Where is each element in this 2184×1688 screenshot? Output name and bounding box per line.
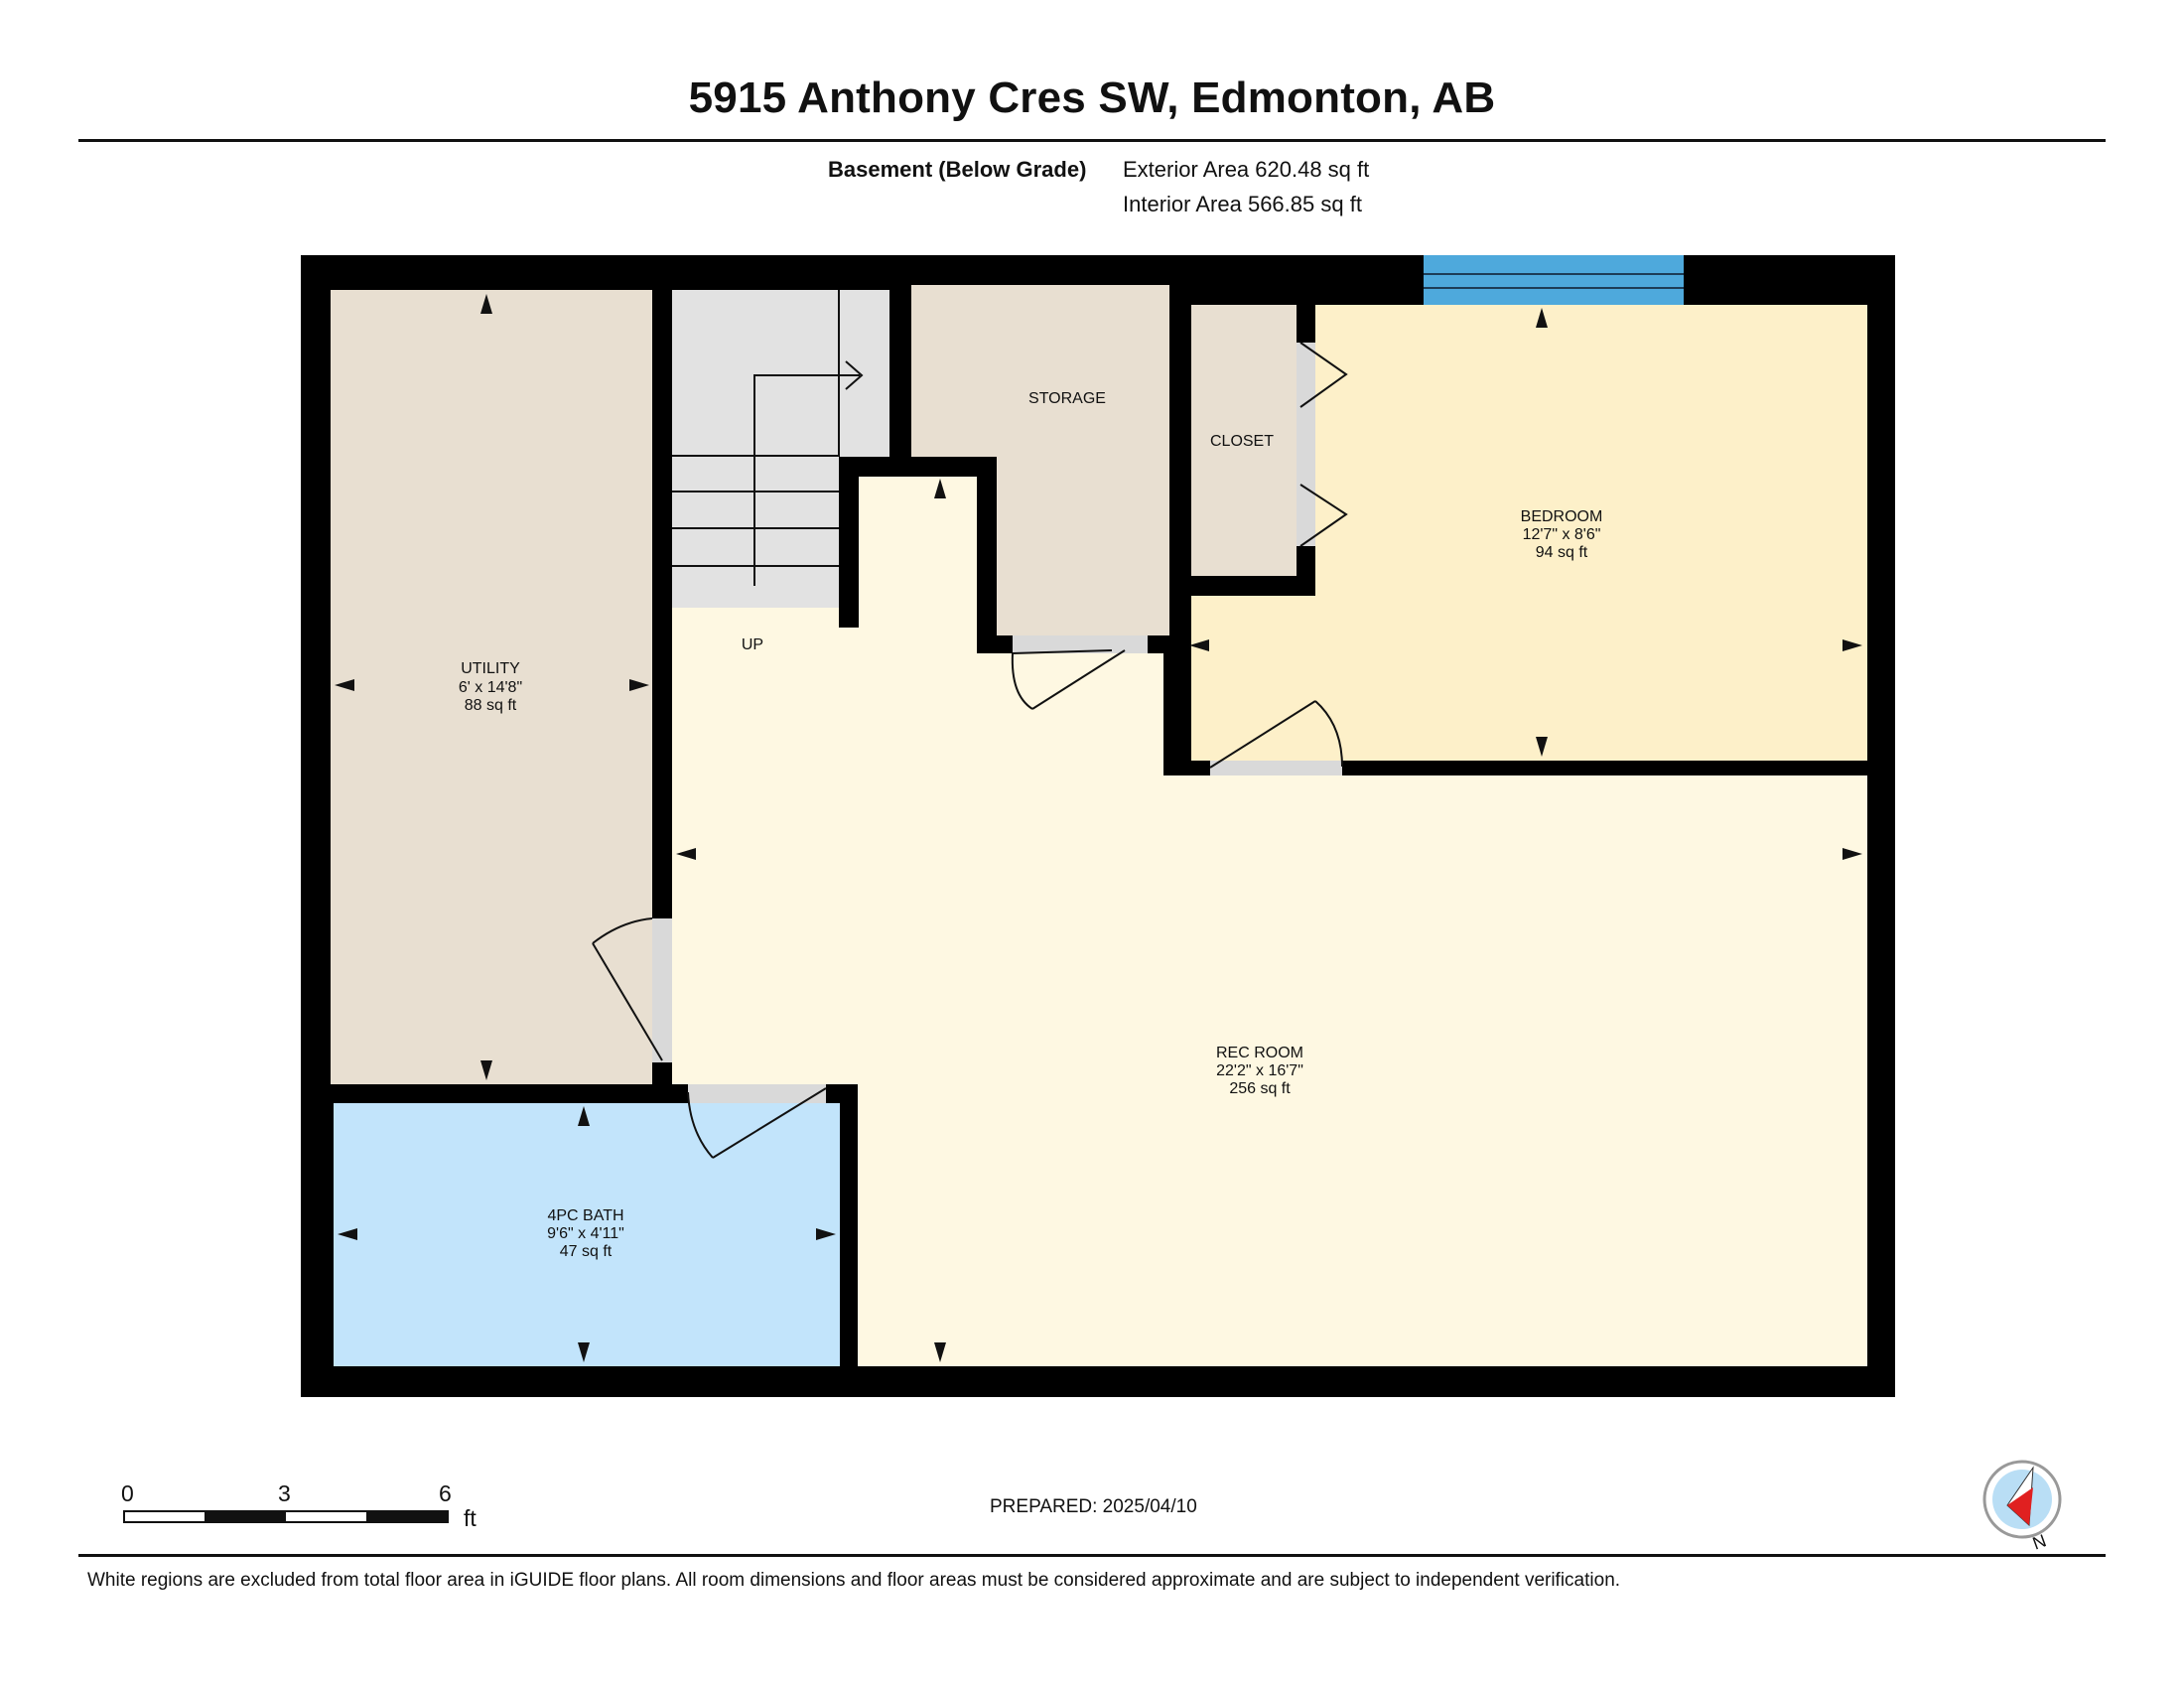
bedroom-area: 94 sq ft [1536, 544, 1588, 561]
scale-tick-0: 0 [121, 1480, 134, 1506]
wall-stair-inner [839, 457, 859, 628]
scale-unit: ft [464, 1505, 477, 1531]
closet-name: CLOSET [1210, 433, 1274, 450]
storage-room [911, 285, 1169, 635]
wall-utility-east [652, 290, 672, 1084]
bath-name: 4PC BATH [547, 1207, 623, 1224]
wall-closet-south [1169, 576, 1315, 596]
wall-storage-west [977, 457, 997, 653]
footer-disclaimer: White regions are excluded from total fl… [87, 1570, 1621, 1591]
bedroom-room [1186, 305, 1867, 761]
footer-rule [78, 1554, 2106, 1557]
utility-room [331, 290, 652, 1084]
wall-storage-jamb-a [977, 635, 1013, 653]
interior-area: Interior Area 566.85 sq ft [1123, 192, 1362, 216]
wall-bath-east [840, 1084, 858, 1366]
bedroom-name: BEDROOM [1521, 508, 1603, 525]
wall-storage-jamb-b [1148, 635, 1169, 653]
door-closet [1297, 342, 1348, 547]
scale-tick-6: 6 [439, 1480, 452, 1506]
wall-bedroom-south [1342, 761, 1867, 775]
wall-bath-north-a [331, 1084, 688, 1103]
door-utility [592, 917, 672, 1062]
storage-name: STORAGE [1028, 390, 1106, 407]
scale-tick-3: 3 [278, 1480, 291, 1506]
floor-label: Basement (Below Grade) [828, 157, 1087, 182]
exterior-area: Exterior Area 620.48 sq ft [1123, 157, 1370, 182]
wall-storage-south-a [839, 457, 997, 477]
door-storage [1011, 635, 1148, 710]
wall-storage-east [1169, 285, 1191, 774]
wall-bedroom-jamb-a [1163, 761, 1210, 775]
bath-dims: 9'6" x 4'11" [547, 1225, 624, 1242]
rec-room-area: 256 sq ft [1229, 1080, 1291, 1097]
header-rule [78, 139, 2106, 142]
door-bedroom [1209, 700, 1343, 775]
bath-area: 47 sq ft [560, 1243, 613, 1260]
utility-area: 88 sq ft [465, 697, 517, 714]
stairs [672, 290, 864, 586]
rec-room-name: REC ROOM [1216, 1045, 1303, 1061]
bath-room [334, 1103, 840, 1366]
door-bath [687, 1084, 827, 1159]
rec-room-dims: 22'2" x 16'7" [1216, 1062, 1303, 1079]
prepared-date: PREPARED: 2025/04/10 [990, 1496, 1197, 1517]
window [1424, 255, 1684, 305]
wall-stair-east [889, 285, 911, 457]
bedroom-dims: 12'7" x 8'6" [1523, 526, 1601, 543]
page-title: 5915 Anthony Cres SW, Edmonton, AB [688, 73, 1496, 122]
rec-room-floor [672, 475, 1867, 1366]
wall-closet-jamb-bottom [1297, 546, 1315, 596]
compass-icon [1982, 1460, 2062, 1539]
dimension-arrows [335, 294, 1862, 1362]
scale-bar [123, 1510, 449, 1523]
utility-dims: 6' x 14'8" [459, 679, 522, 696]
closet-room [1191, 305, 1297, 576]
wall-utility-jamb [652, 1062, 672, 1103]
utility-name: UTILITY [461, 660, 520, 677]
stairs-label: UP [742, 636, 763, 653]
wall-closet-jamb-top [1297, 305, 1315, 343]
